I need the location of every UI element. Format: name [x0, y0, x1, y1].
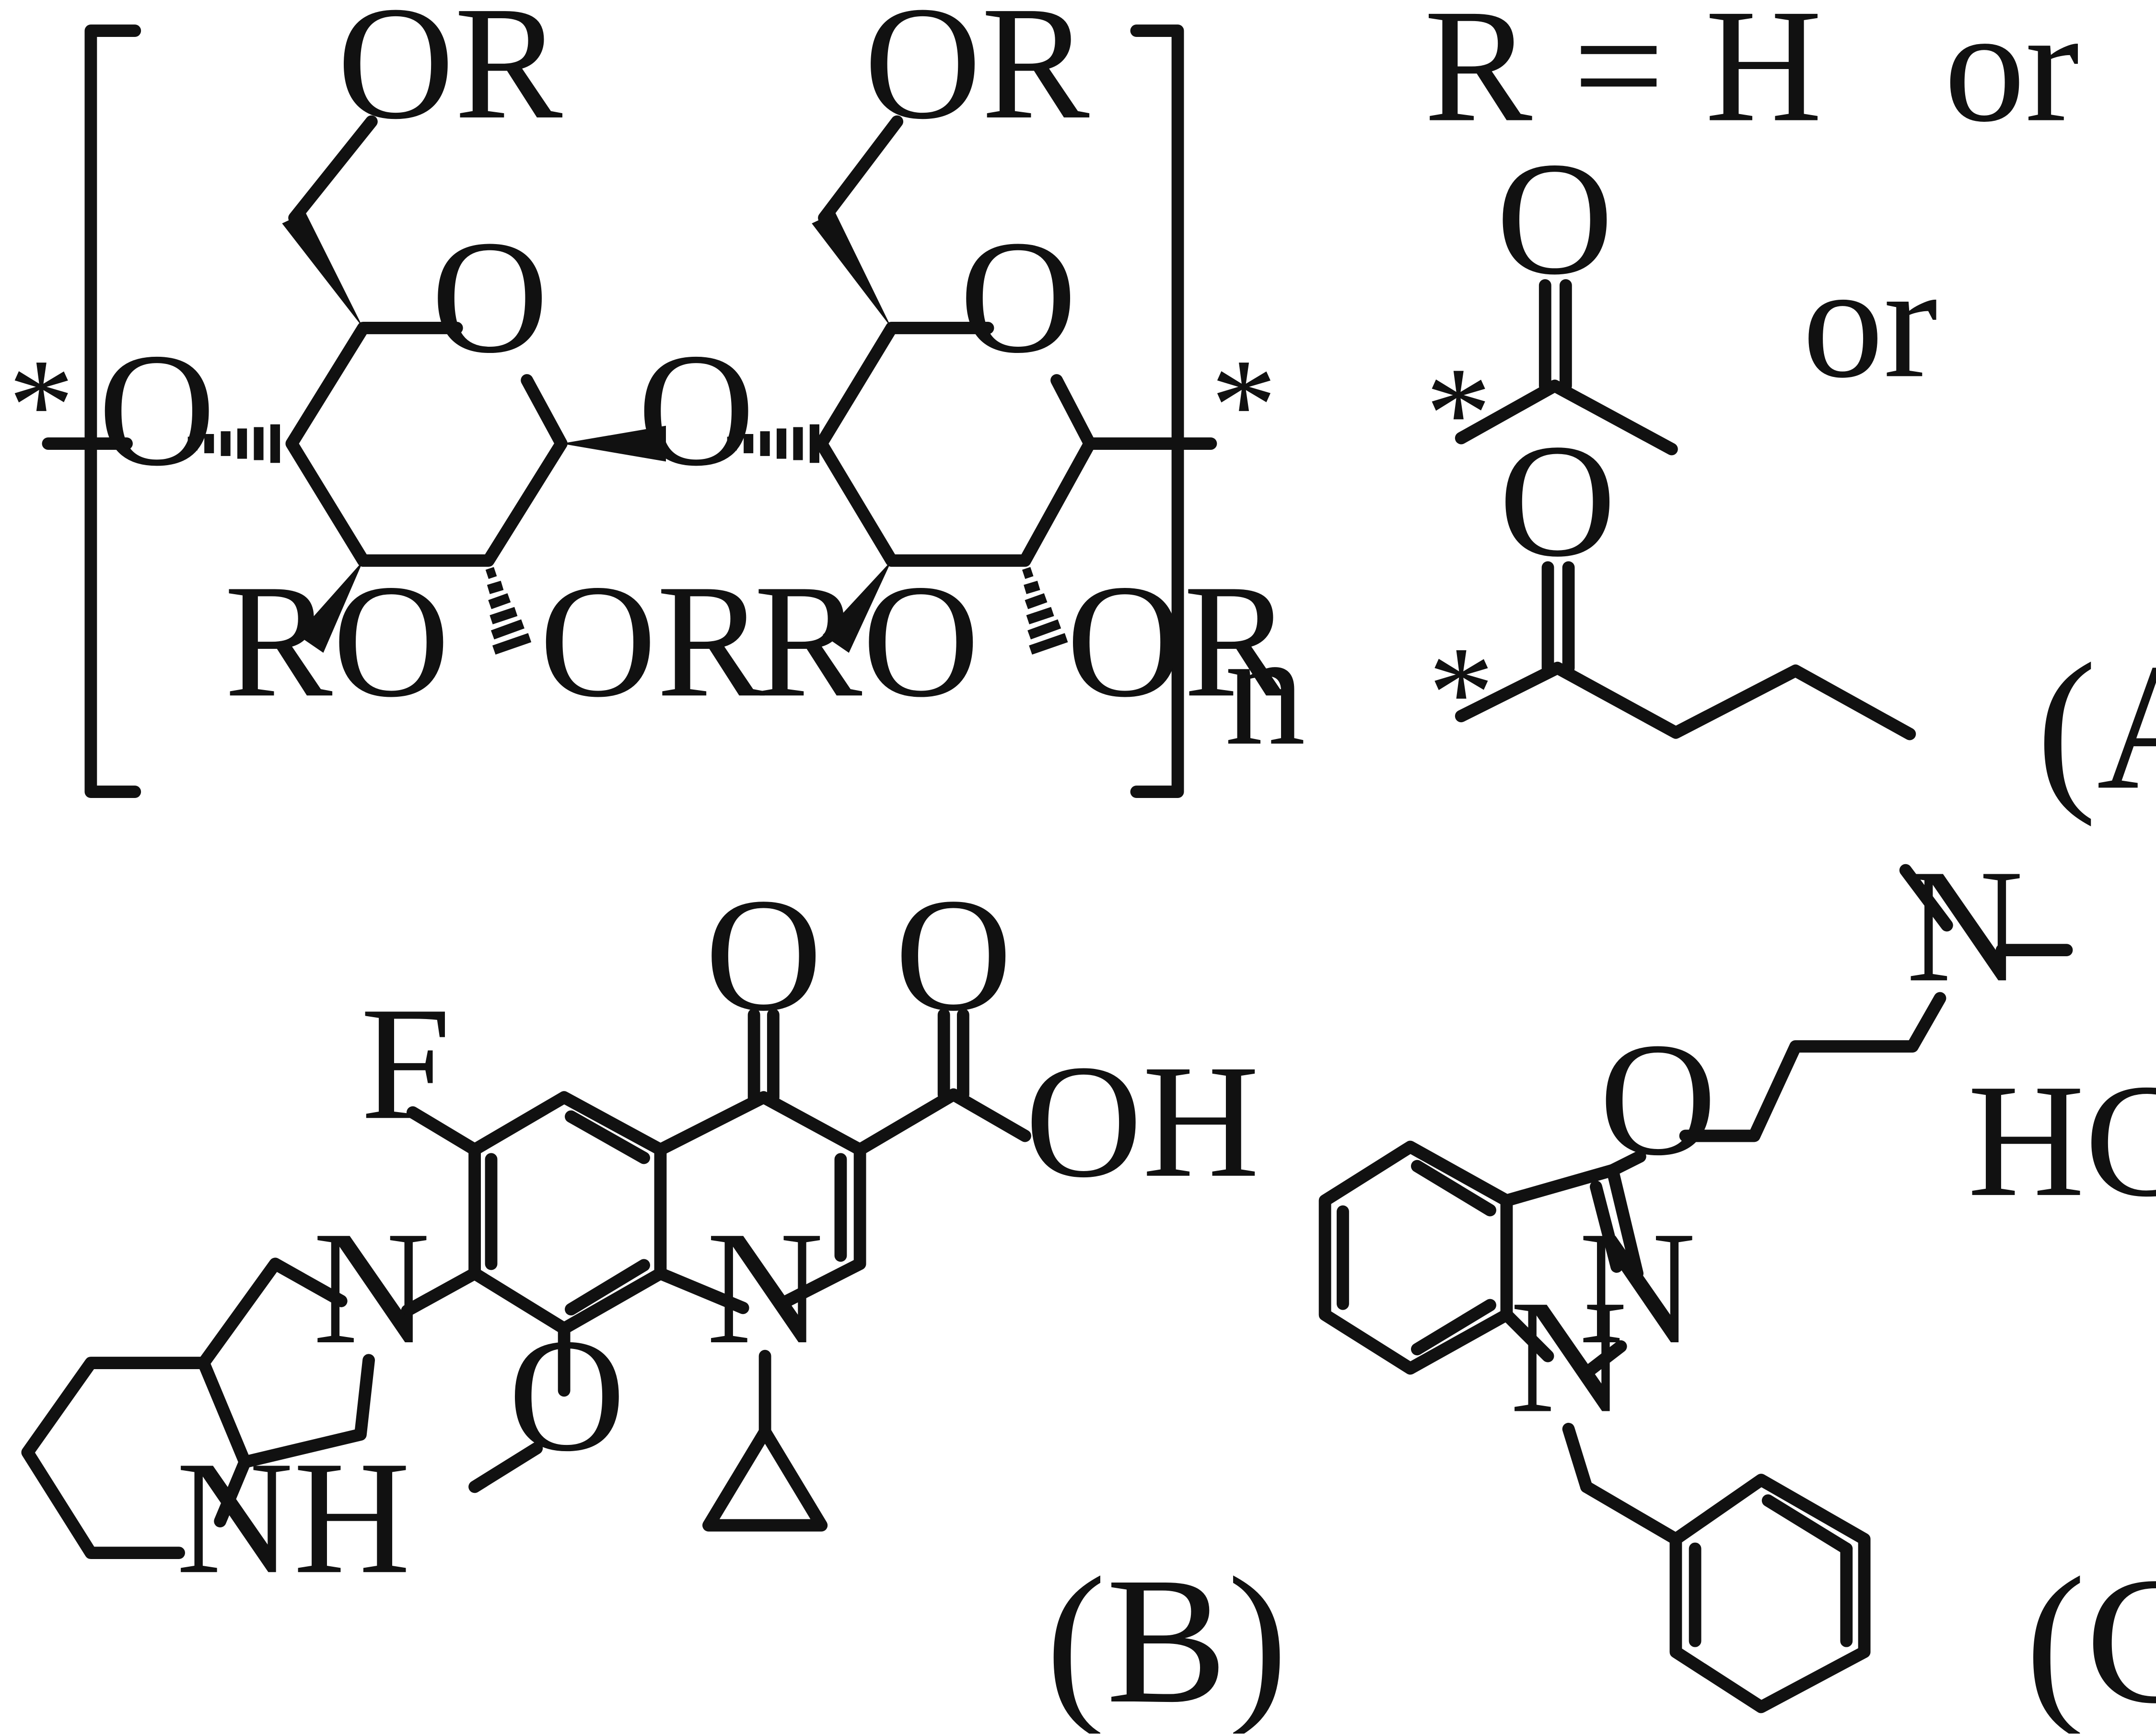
pyrrolidine-ring: [197, 1257, 375, 1468]
atom-n-dimethyl: N: [1906, 836, 2024, 1016]
substituent-or-c2-ring1: OR: [539, 551, 766, 731]
wedge-bond-c3-ro-ring1: [297, 560, 363, 653]
wedge-bond-c1-o-ring1: [561, 425, 666, 462]
wedge-bond-c5-ch2-ring2: [812, 212, 892, 328]
atom-o-ether: O: [1599, 1009, 1717, 1189]
atom-f: F: [361, 974, 451, 1153]
ring-oxygen-2: O: [959, 207, 1077, 387]
acetyl-carbonyl-o: O: [1496, 129, 1614, 308]
structure-c-benzydamine-hcl: N N O N HCl (C): [1318, 836, 2156, 1736]
hcl-label: HCl: [1968, 1051, 2156, 1231]
atom-n1: N: [706, 1198, 824, 1378]
substituent-ro-c3-ring2: RO: [754, 551, 979, 731]
panel-label-a: (A): [2036, 625, 2156, 827]
ring-oxygen-1: O: [431, 207, 548, 387]
glucose-ring-1: O OR RO OR: [187, 0, 766, 731]
atom-n1: N: [1510, 1267, 1627, 1447]
structure-a-cellulose-ester: * * O O O OR RO: [8, 0, 2156, 827]
indazole-benzo-ring: [1318, 1140, 1513, 1375]
benzo-ring: [468, 1091, 667, 1335]
structure-b-moxifloxacin: O O OH F N O N NH (B): [21, 865, 1288, 1736]
benzyl-phenyl-ring: [1669, 1474, 1871, 1713]
butyryl-carbonyl-o: O: [1499, 411, 1616, 590]
glucose-ring-2: O OR RO OR: [727, 0, 1293, 731]
wedge-bond-c5-ch2-ring1: [282, 212, 363, 328]
hashed-bond-c4-o-ring2: [727, 424, 819, 463]
substituent-or-c6-ring1: OR: [337, 0, 563, 153]
cyclopropyl: [702, 1425, 828, 1532]
panel-label-b: (B): [1046, 1539, 1288, 1734]
substituent-or-c6-ring2: OR: [864, 0, 1090, 153]
bracket-left: [84, 24, 141, 798]
substituent-or-c2-ring2: OR: [1066, 551, 1293, 731]
bracket-right: [1130, 24, 1184, 798]
atom-n2: N: [1579, 1198, 1696, 1378]
substituent-ro-c3-ring1: RO: [224, 551, 450, 731]
butyryl-attach-star: *: [1428, 619, 1494, 765]
or-word: or: [1802, 232, 1937, 411]
chain-end-star-right: *: [1211, 331, 1277, 478]
atom-o-acid: O: [895, 865, 1013, 1045]
piperidine-ring: [21, 1357, 210, 1560]
r-definition: R = H or: [1424, 0, 2079, 156]
acetyl-group: O *: [1425, 129, 1678, 486]
chain-end-star-left: *: [8, 331, 74, 478]
acetyl-attach-star: *: [1425, 340, 1492, 486]
butyryl-group: O *: [1428, 411, 1916, 765]
hashed-bond-c2-or-ring2: [1022, 567, 1068, 655]
hashed-bond-c2-or-ring1: [485, 567, 532, 655]
glycosidic-o-left: O: [98, 320, 216, 500]
hashed-bond-c4-o-ring1: [187, 424, 280, 463]
panel-label-c: (C): [2025, 1539, 2156, 1734]
wedge-bond-c3-ro-ring2: [823, 560, 892, 653]
repeat-count-n: n: [1224, 599, 1305, 779]
glycosidic-o-middle: O: [638, 320, 755, 500]
atom-o-ketone: O: [705, 865, 822, 1045]
atom-n-pyrrolidine: N: [313, 1198, 431, 1378]
atom-nh: NH: [176, 1428, 410, 1607]
atom-oh: OH: [1025, 1032, 1259, 1211]
